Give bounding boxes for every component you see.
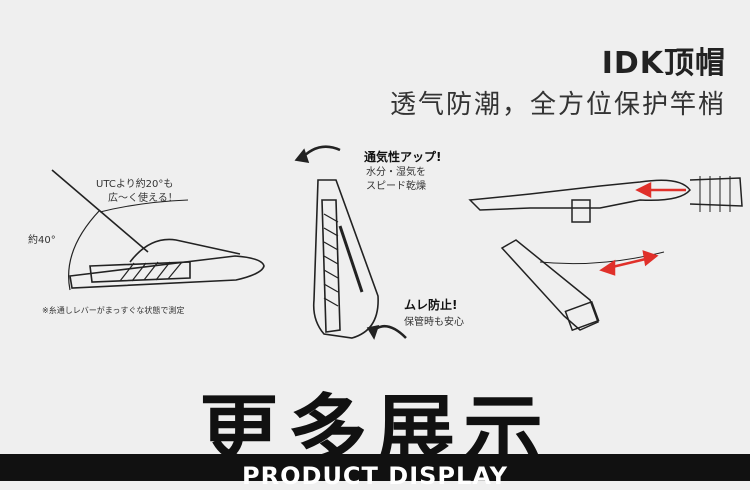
section-subtitle: PRODUCT DISPLAY <box>242 462 508 490</box>
brush-spring <box>338 225 364 293</box>
left-diagram <box>51 169 265 291</box>
angle-arc-40 <box>68 209 101 291</box>
label-dry: スピード乾燥 <box>366 181 426 192</box>
red-arrow-right <box>642 250 659 267</box>
cap-clip-top <box>571 199 591 223</box>
footnote: ※糸通しレバーがまっすぐな状態で測定 <box>42 306 185 315</box>
cap-body <box>312 179 379 339</box>
label-moisture: 水分・湿気を <box>366 167 426 178</box>
angle-arc-20 <box>99 199 189 213</box>
tagline: 透气防潮，全方位保护竿梢 <box>389 90 726 120</box>
label-storage: 保管時も安心 <box>404 317 464 328</box>
right-diagrams <box>468 176 743 332</box>
cap-inner <box>321 199 341 333</box>
rod-cap-tilt <box>500 239 599 331</box>
red-arrow-top <box>635 181 652 199</box>
angle-line <box>51 169 149 253</box>
label-utc: UTCより約20°も <box>96 179 174 190</box>
label-anti-damp: ムレ防止! <box>404 298 458 312</box>
bottom-bar <box>0 454 750 481</box>
label-breathable: 通気性アップ! <box>364 150 442 164</box>
red-arrows <box>599 181 686 276</box>
cap-end <box>564 300 600 332</box>
label-wide: 広～く使える！ <box>108 193 178 204</box>
red-arrow-left <box>599 259 616 276</box>
rod-tip-hatch <box>119 261 183 282</box>
rod-tip-top <box>468 179 691 211</box>
rod-tip-body <box>69 255 265 289</box>
guide-frame <box>129 238 241 263</box>
middle-diagram <box>294 145 407 340</box>
brush-top <box>689 177 743 207</box>
label-40: 約40° <box>28 235 56 246</box>
brand-title: IDK顶帽 <box>601 46 726 81</box>
